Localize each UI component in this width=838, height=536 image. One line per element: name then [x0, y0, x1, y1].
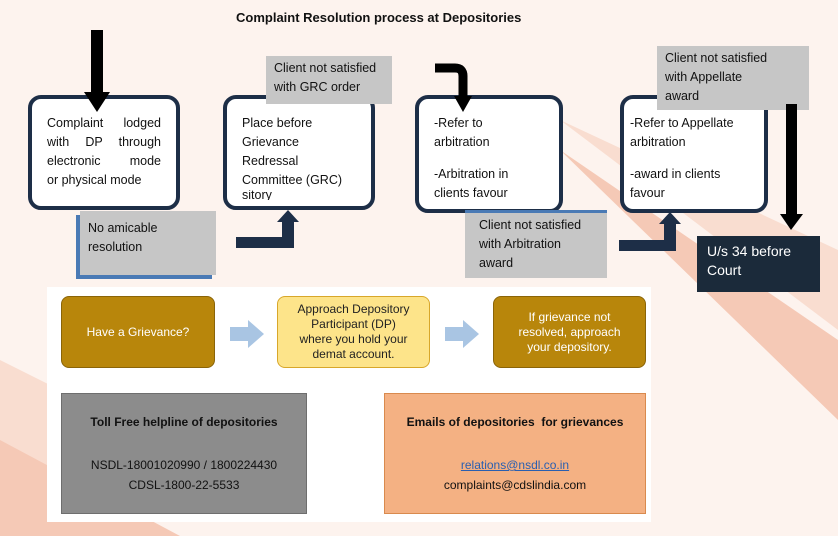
note-no-amicable-resolution: No amicable resolution: [80, 211, 216, 275]
flow-approach-depository: If grievance not resolved, approach your…: [493, 296, 646, 368]
bent-arrow-step3: [435, 63, 472, 112]
emails-box: Emails of depositories for grievances re…: [384, 393, 646, 514]
step-appellate-arbitration: [620, 95, 768, 213]
helpline-nsdl: NSDL-18001020990 / 1800224430: [90, 458, 278, 472]
flow-approach-dp: Approach Depository Participant (DP) whe…: [277, 296, 430, 368]
emails-title: Emails of depositories for grievances: [406, 415, 624, 429]
step-appellate-text: -Refer to Appellate arbitration -award i…: [630, 116, 734, 200]
chevron-right-icon: [230, 320, 264, 348]
note-grc-not-satisfied: Client not satisfied with GRC order: [266, 56, 392, 104]
right-up-arrow-1: [236, 210, 299, 248]
step-complaint-lodged: [28, 95, 180, 210]
email-cdsl: complaints@cdslindia.com: [443, 478, 587, 492]
flow-have-grievance: Have a Grievance?: [61, 296, 215, 368]
note-arbitration-not-satisfied: Client not satisfied with Arbitration aw…: [465, 210, 607, 278]
down-arrow-step1: [84, 30, 110, 112]
note-appellate-not-satisfied: Client not satisfied with Appellate awar…: [657, 46, 809, 110]
helpline-cdsl: CDSL-1800-22-5533: [128, 478, 240, 492]
right-up-arrow-2: [619, 212, 681, 251]
helpline-title: Toll Free helpline of depositories: [90, 415, 278, 429]
chevron-right-icon: [445, 320, 479, 348]
down-arrow-court: [780, 104, 803, 230]
step-complaint-lodged-text: Complaint lodged with DP through electro…: [47, 116, 161, 187]
step-arbitration: [415, 95, 563, 213]
step-arbitration-text: -Refer to arbitration -Arbitration in cl…: [434, 116, 509, 200]
step-grc-text: Place before Grievance Redressal Committ…: [242, 116, 343, 200]
email-nsdl-link[interactable]: relations@nsdl.co.in: [460, 458, 570, 472]
helpline-box: Toll Free helpline of depositories NSDL-…: [61, 393, 307, 514]
court-box: U/s 34 before Court: [697, 236, 820, 292]
page-title: Complaint Resolution process at Deposito…: [236, 10, 522, 25]
